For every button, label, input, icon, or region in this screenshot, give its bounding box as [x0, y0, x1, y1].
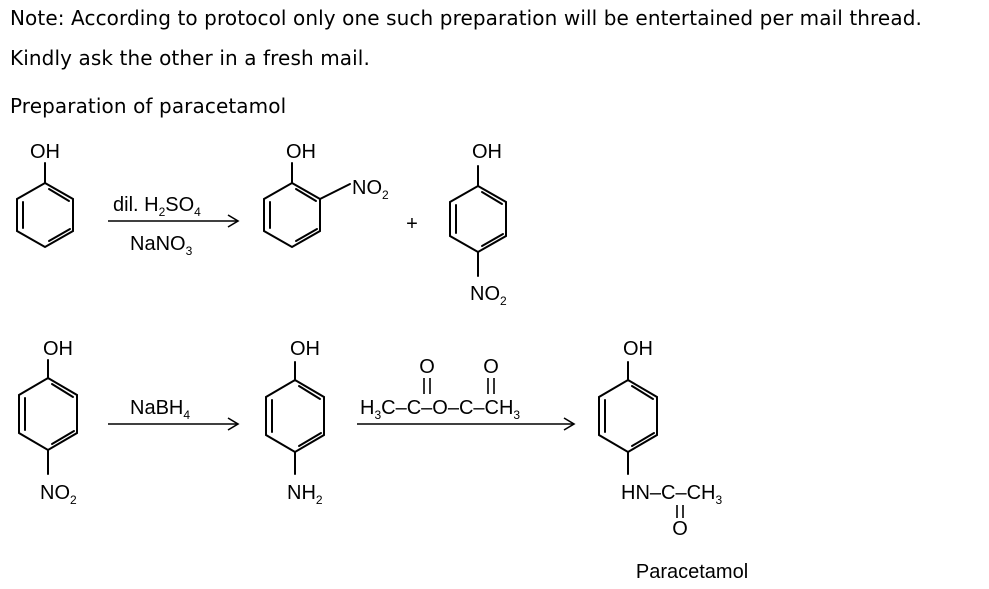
- paracetamol-amide-label: HN–C–CH: [621, 482, 715, 504]
- section-heading: Preparation of paracetamol: [10, 94, 287, 118]
- ortho-oh-label: OH: [286, 141, 316, 163]
- reagent-dil-label: dil. H: [113, 194, 159, 216]
- paracetamol-carbonyl-o: O: [672, 518, 688, 540]
- para-nitrophenol-structure: OH NO2: [449, 141, 507, 308]
- paracetamol-structure: OH HN–C–CH3 O Paracetamol: [598, 338, 748, 583]
- anhydride-oxygen-2: O: [483, 356, 499, 378]
- paracetamol-name: Paracetamol: [636, 561, 748, 583]
- svg-text:NH2: NH2: [287, 482, 323, 507]
- svg-text:NO2: NO2: [352, 177, 389, 202]
- svg-text:NaNO3: NaNO3: [130, 233, 193, 258]
- svg-text:NO2: NO2: [40, 482, 77, 507]
- p-aminophenol-structure: OH NH2: [265, 338, 325, 507]
- ortho-nitrophenol-structure: OH NO2: [263, 141, 389, 249]
- svg-text:dil. H2SO4: dil. H2SO4: [113, 194, 201, 219]
- reduction-arrow: NaBH4: [108, 397, 240, 431]
- anhydride-oxygen-1: O: [419, 356, 435, 378]
- acetic-anhydride-reagent: O O H3C–C–O–C–CH3: [357, 356, 576, 431]
- plus-sign: +: [406, 213, 418, 235]
- svg-text:H3C–C–O–C–CH3: H3C–C–O–C–CH3: [360, 397, 520, 422]
- fresh-mail-instruction: Kindly ask the other in a fresh mail.: [10, 46, 370, 70]
- reactant-no2-label: NO: [40, 482, 70, 504]
- svg-text:HN–C–CH3: HN–C–CH3: [621, 482, 722, 507]
- nitration-arrow: dil. H2SO4 NaNO3: [108, 194, 240, 258]
- nabh4-label: NaBH: [130, 397, 183, 419]
- svg-text:NaBH4: NaBH4: [130, 397, 190, 422]
- aminophenol-nh2-label: NH: [287, 482, 316, 504]
- svg-text:NO2: NO2: [470, 283, 507, 308]
- protocol-note: Note: According to protocol only one suc…: [10, 6, 922, 30]
- reagent-nano3-label: NaNO: [130, 233, 186, 255]
- p-nitrophenol-reactant: OH NO2: [18, 338, 78, 507]
- paracetamol-oh-label: OH: [623, 338, 653, 360]
- phenol-structure: OH: [16, 141, 74, 249]
- para-oh-label: OH: [472, 141, 502, 163]
- phenol-oh-label: OH: [30, 141, 60, 163]
- para-no2-label: NO: [470, 283, 500, 305]
- reactant-oh-label: OH: [43, 338, 73, 360]
- aminophenol-oh-label: OH: [290, 338, 320, 360]
- ortho-no2-label: NO: [352, 177, 382, 199]
- anhydride-formula: H: [360, 397, 374, 419]
